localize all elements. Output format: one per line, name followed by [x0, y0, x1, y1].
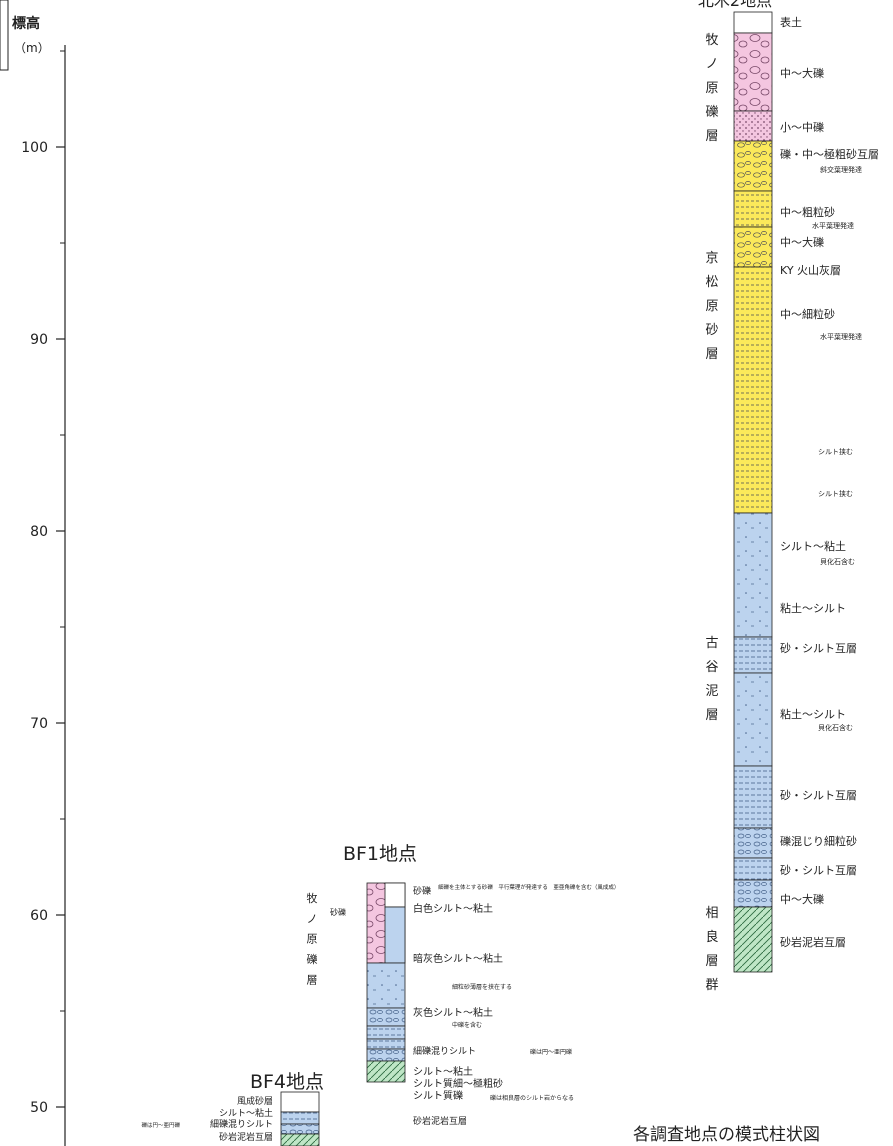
stratum-sandstone-mudstone [733, 906, 773, 973]
layer-label: シルト質細～極粗砂 [413, 1077, 503, 1090]
stratum-bf1-silty-sand [366, 1038, 406, 1050]
bf1-formation-label: 牧ノ原礫層 [307, 891, 318, 986]
stratum-gravelly-sand [733, 827, 773, 859]
stratum-bf4-silt-clay [280, 1111, 320, 1125]
stratum-sand-silt-alt-3 [733, 857, 773, 881]
layer-label: 砂岩泥岩互層 [780, 935, 846, 949]
formation-label-sagara: 相良層群 [705, 906, 718, 993]
column-right-annotations: 表土 中～大礫 小～中礫 礫・中～極粗砂互層 斜交葉理発達 中～粗粒砂 水平葉理… [780, 15, 879, 949]
layer-label: 粘土～シルト [780, 601, 846, 615]
layer-label: KY 火山灰層 [780, 263, 841, 277]
layer-label: 砂・シルト互層 [780, 789, 857, 802]
layer-label: シルト～粘土 [413, 1065, 473, 1078]
axis-ticks: 100 90 80 70 60 50 [21, 50, 65, 1116]
layer-note: シルト挟む [818, 447, 853, 456]
layer-label: 表土 [780, 15, 802, 29]
stratum-clay-silt [733, 672, 773, 767]
layer-note: 礫は円～亜円礫 [141, 1121, 180, 1129]
layer-label: 中～細粒砂 [780, 307, 835, 321]
stratum-topsoil [733, 11, 773, 34]
layer-note: 貝化石含む [820, 557, 855, 566]
layer-label: シルト質礫 [413, 1089, 463, 1102]
layer-note: 細粒砂薄層を挟在する [452, 983, 512, 991]
stratum-sand-silt-alt-2 [733, 765, 773, 829]
axis-label-box [0, 0, 9, 71]
layer-label: 砂・シルト互層 [780, 864, 857, 877]
column-bf4-title: BF4地点 [250, 1071, 324, 1093]
stratum-small-gravel [733, 110, 773, 142]
layer-label: 砂岩泥岩互層 [219, 1131, 273, 1143]
stratum-yellow-gravel-sand [733, 140, 773, 192]
layer-label: 中～大礫 [780, 235, 824, 249]
bf1-formation-side: 砂礫 [330, 907, 346, 917]
layer-label: シルト～粘土 [780, 539, 846, 553]
stratum-bf1-grey-silt [366, 962, 406, 1009]
elevation-axis: 標高 （m） 100 90 80 70 60 50 [0, 0, 66, 1146]
column-bf1-title: BF1地点 [343, 843, 417, 865]
axis-tick-label: 80 [30, 524, 48, 540]
layer-note: 細礫を主体とする砂礫 平行葉理が発達する 亜亜角礫を含む（風成成） [438, 883, 619, 891]
layer-label: シルト～粘土 [219, 1107, 273, 1119]
stratum-bf4-sandstone-mudstone [280, 1133, 320, 1146]
axis-tick-label: 60 [30, 908, 48, 924]
stratum-bf4-gravelly-silt [280, 1123, 320, 1135]
stratum-sand-silt-alt-1 [733, 636, 773, 674]
layer-label: 細礫混りシルト [413, 1045, 476, 1057]
formation-label-furuya: 古谷泥層 [705, 636, 718, 723]
axis-label: 標高 [12, 15, 40, 32]
stratum-medium-coarse-sand [733, 190, 773, 228]
figure-caption: 各調査地点の模式柱状図 [633, 1125, 820, 1145]
layer-note: 水平葉理発達 [820, 332, 862, 341]
layer-note: 礫は円～亜円礫 [530, 1048, 572, 1056]
layer-label: 砂・シルト互層 [780, 642, 857, 655]
stratum-silt-clay [733, 512, 773, 638]
stratum-bf1-gravelly-silt [366, 1007, 406, 1027]
layer-label: 白色シルト～粘土 [413, 902, 493, 915]
layer-note: 礫は相良層のシルト岩からなる [490, 1094, 574, 1102]
stratum-bf1-silty-gravel [366, 1048, 406, 1062]
column-right-title: 北木2地点 [698, 0, 772, 10]
formation-label-makinohara: 牧ノ原礫層 [705, 33, 718, 144]
stratum-bf1-sandstone-mudstone [366, 1060, 406, 1083]
stratum-bf1-dark-grey-silt [384, 906, 406, 964]
layer-label: 中～大礫 [780, 66, 824, 80]
axis-tick-label: 70 [30, 716, 48, 732]
column-bf1: BF1地点 牧ノ原礫層 砂礫 砂礫 細礫を主体とする砂礫 平行葉理が発達する 亜… [307, 843, 620, 1127]
axis-unit: （m） [14, 41, 50, 55]
formation-label-kyomatsubara: 京松原砂層 [705, 251, 718, 362]
stratum-yellow-gravel [733, 226, 773, 268]
layer-note: 斜交葉理発達 [820, 165, 862, 174]
layer-label: 細礫混りシルト [210, 1118, 273, 1130]
stratum-bf1-silt-clay [366, 1025, 406, 1040]
axis-tick-label: 90 [30, 332, 48, 348]
layer-label: 中～粗粒砂 [780, 205, 835, 219]
axis-tick-label: 100 [21, 140, 48, 156]
layer-label: 砂礫 [413, 885, 431, 897]
layer-note: 貝化石含む [818, 723, 853, 732]
column-right: 北木2地点 牧ノ原礫層 京松原砂層 古谷泥層 相良層群 表土 中～大礫 小～中礫… [698, 0, 879, 993]
stratum-medium-fine-sand [733, 266, 773, 514]
layer-label: 礫・中～極粗砂互層 [780, 147, 879, 161]
layer-note: 水平葉理発達 [812, 221, 854, 230]
layer-note: 中礫を含む [452, 1021, 482, 1029]
stratum-gravel-pink [733, 32, 773, 112]
layer-label: 砂岩泥岩互層 [413, 1115, 467, 1127]
stratum-bf4-aeolian-sand [280, 1091, 320, 1113]
column-bf4: BF4地点 風成砂層 シルト～粘土 細礫混りシルト 礫は円～亜円礫 砂岩泥岩互層 [141, 1071, 324, 1146]
layer-label: 粘土～シルト [780, 707, 846, 721]
layer-label: 灰色シルト～粘土 [413, 1006, 493, 1019]
axis-tick-label: 50 [30, 1100, 48, 1116]
stratum-bf1-white-silt [384, 882, 406, 908]
layer-label: 中～大礫 [780, 892, 824, 906]
layer-label: 風成砂層 [237, 1095, 273, 1107]
layer-label: 小～中礫 [780, 120, 824, 134]
layer-label: 礫混じり細粒砂 [780, 834, 857, 848]
layer-note: シルト挟む [818, 489, 853, 498]
stratum-large-gravel [733, 879, 773, 908]
layer-label: 暗灰色シルト～粘土 [413, 952, 503, 965]
